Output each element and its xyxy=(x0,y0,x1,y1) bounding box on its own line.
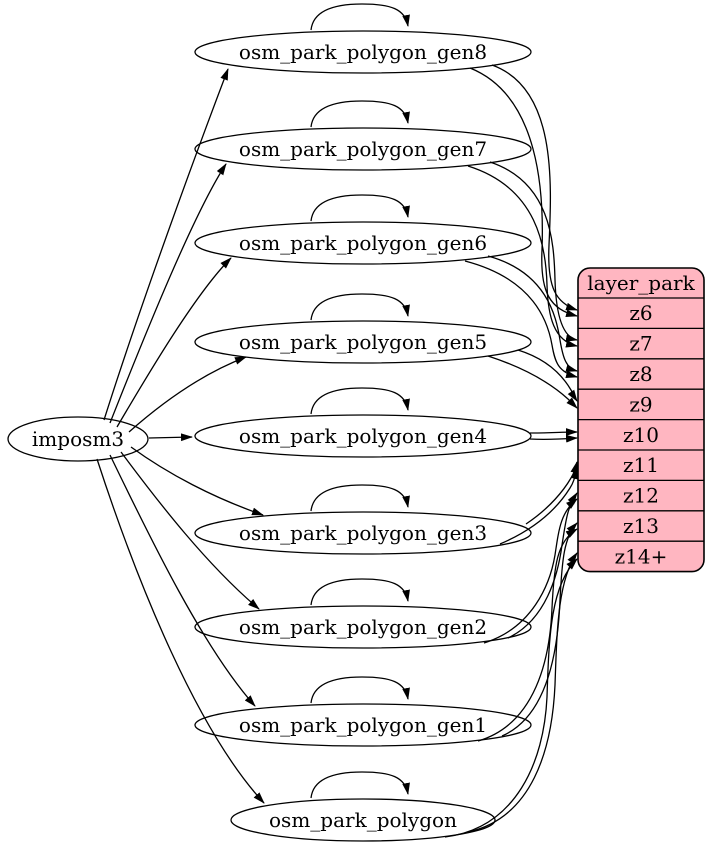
edge-osm_park_polygon_gen7-to-z7-1 xyxy=(489,161,578,342)
node-osm_park_polygon_gen4: osm_park_polygon_gen4 xyxy=(194,414,532,458)
layer-table-row-z12: z12 xyxy=(623,484,659,508)
layer-table: layer_park z6 z7 z8 z9 z10 z11 z12 z13 z14+ xyxy=(577,267,705,573)
edge-osm_park_polygon_gen2-to-z12-1 xyxy=(507,492,578,639)
node-ellipse xyxy=(194,703,532,747)
node-osm_park_polygon_gen7: osm_park_polygon_gen7 xyxy=(194,127,532,171)
edge-osm_park_polygon_gen8-self-loop xyxy=(310,3,410,31)
edge-osm_park_polygon-to-z14+-2 xyxy=(444,558,578,838)
node-ellipse xyxy=(230,798,496,842)
edge-imposm3-to-osm_park_polygon_gen6 xyxy=(116,257,232,428)
edge-imposm3-to-osm_park_polygon_gen2 xyxy=(120,451,260,610)
edge-imposm3-to-osm_park_polygon_gen3 xyxy=(130,446,264,516)
edge-osm_park_polygon-to-z14+-1 xyxy=(467,552,578,833)
edge-osm_park_polygon_gen5-to-z9-2 xyxy=(487,355,578,409)
node-ellipse xyxy=(194,30,532,74)
node-osm_park_polygon_gen5: osm_park_polygon_gen5 xyxy=(194,320,532,364)
edge-osm_park_polygon_gen4-to-z10-2 xyxy=(529,434,578,443)
edge-imposm3-to-osm_park_polygon_gen1 xyxy=(109,454,256,707)
node-osm_park_polygon_gen6: osm_park_polygon_gen6 xyxy=(194,221,532,265)
layer-table-row-z10: z10 xyxy=(623,423,659,447)
layer-table-row-z8: z8 xyxy=(629,362,652,386)
node-ellipse xyxy=(194,221,532,265)
node-ellipse xyxy=(7,416,149,462)
layer-table-row-z13: z13 xyxy=(623,514,659,538)
node-ellipse xyxy=(194,414,532,458)
nodes: imposm3 osm_park_polygon_gen8 osm_park_pol… xyxy=(7,30,532,842)
node-label: osm_park_polygon_gen7 xyxy=(239,137,487,161)
layer-table-row-z11: z11 xyxy=(623,453,659,477)
node-ellipse xyxy=(194,511,532,555)
edge-osm_park_polygon_gen8-to-z6-1 xyxy=(491,64,578,311)
layer-table-row-z6: z6 xyxy=(629,301,652,325)
edge-osm_park_polygon_gen1-self-loop xyxy=(310,676,410,704)
edge-osm_park_polygon_gen7-self-loop xyxy=(310,100,410,128)
edge-imposm3-to-osm_park_polygon_gen8 xyxy=(103,68,229,421)
edge-imposm3-to-osm_park_polygon xyxy=(96,458,265,804)
node-label: osm_park_polygon_gen3 xyxy=(239,521,487,545)
layer-table-row-z7: z7 xyxy=(629,332,652,356)
edges xyxy=(96,3,579,838)
edge-osm_park_polygon_gen2-to-z12-2 xyxy=(483,498,578,644)
layer-table-row-z9: z9 xyxy=(629,392,652,416)
edge-osm_park_polygon_gen5-self-loop xyxy=(310,293,410,321)
node-ellipse xyxy=(194,605,532,649)
node-osm_park_polygon_gen2: osm_park_polygon_gen2 xyxy=(194,605,532,649)
node-osm_park_polygon_gen3: osm_park_polygon_gen3 xyxy=(194,511,532,555)
edge-osm_park_polygon_gen3-to-z11-2 xyxy=(499,467,579,545)
edge-osm_park_polygon_gen4-self-loop xyxy=(310,387,410,415)
node-osm_park_polygon_gen1: osm_park_polygon_gen1 xyxy=(194,703,532,747)
node-imposm3: imposm3 xyxy=(7,416,149,462)
node-label: osm_park_polygon xyxy=(269,808,457,832)
node-ellipse xyxy=(194,127,532,171)
node-label: osm_park_polygon_gen1 xyxy=(239,713,487,737)
node-label: osm_park_polygon_gen6 xyxy=(239,231,487,255)
layer-table-row-z14+: z14+ xyxy=(615,544,668,568)
edge-osm_park_polygon_gen8-to-z6-2 xyxy=(469,67,578,318)
layer-table-title: layer_park xyxy=(587,271,695,295)
node-label: osm_park_polygon_gen5 xyxy=(239,330,487,354)
edge-osm_park_polygon_gen2-self-loop xyxy=(310,578,410,606)
edge-osm_park_polygon_gen3-to-z11-1 xyxy=(525,461,579,525)
edge-imposm3-to-osm_park_polygon_gen5 xyxy=(128,356,247,433)
node-label: osm_park_polygon_gen4 xyxy=(239,424,487,448)
node-label: osm_park_polygon_gen2 xyxy=(239,615,487,639)
edge-osm_park_polygon_gen6-to-z8-2 xyxy=(464,260,578,378)
node-label: imposm3 xyxy=(32,427,124,451)
edge-osm_park_polygon_gen6-self-loop xyxy=(310,194,410,222)
edge-osm_park_polygon_gen5-to-z9-1 xyxy=(517,349,578,402)
node-osm_park_polygon: osm_park_polygon xyxy=(230,798,496,842)
node-label: osm_park_polygon_gen8 xyxy=(239,40,487,64)
node-ellipse xyxy=(194,320,532,364)
edge-osm_park_polygon_gen3-self-loop xyxy=(310,484,410,512)
edge-osm_park_polygon_gen4-to-z10-1 xyxy=(529,428,578,436)
edge-osm_park_polygon_gen7-to-z7-2 xyxy=(467,165,578,348)
edge-osm_park_polygon-self-loop xyxy=(310,771,410,799)
node-osm_park_polygon_gen8: osm_park_polygon_gen8 xyxy=(194,30,532,74)
edge-osm_park_polygon_gen6-to-z8-1 xyxy=(487,255,578,372)
edge-imposm3-to-osm_park_polygon_gen4 xyxy=(148,433,193,442)
edge-osm_park_polygon_gen1-to-z13-2 xyxy=(477,528,578,742)
edge-imposm3-to-osm_park_polygon_gen7 xyxy=(109,163,227,424)
